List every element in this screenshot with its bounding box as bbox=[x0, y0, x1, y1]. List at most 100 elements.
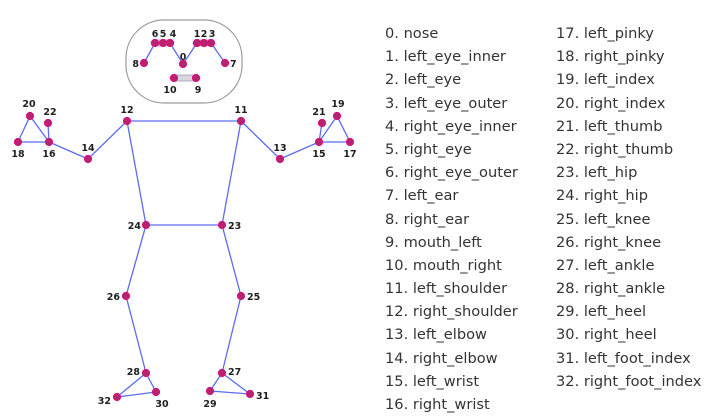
joint-label-left-knee: 25 bbox=[247, 292, 260, 303]
bone-left-heel-to-left-foot-index bbox=[209, 390, 251, 395]
bone-left-shoulder-to-left-elbow bbox=[240, 120, 281, 160]
joint-right-eye-inner bbox=[165, 38, 175, 48]
joint-right-thumb bbox=[43, 118, 53, 128]
joint-label-right-heel: 30 bbox=[155, 399, 169, 410]
bone-right-knee-to-right-ankle bbox=[125, 295, 147, 374]
joint-label-mouth-left: 9 bbox=[195, 85, 202, 96]
joint-mouth-right bbox=[169, 73, 179, 83]
joint-nose bbox=[178, 59, 188, 69]
joint-right-elbow bbox=[83, 154, 93, 164]
joint-label-left-eye-inner: 1 bbox=[194, 29, 201, 40]
joint-right-index bbox=[25, 111, 35, 121]
legend-item: 28. right_ankle bbox=[556, 280, 666, 298]
joint-label-right-wrist: 16 bbox=[42, 149, 56, 160]
legend-item: 30. right_heel bbox=[556, 326, 657, 344]
joint-left-pinky bbox=[345, 137, 355, 147]
legend-item: 19. left_index bbox=[556, 71, 655, 89]
bone-nose-to-left-eye-inner bbox=[182, 42, 198, 65]
legend-item: 11. left_shoulder bbox=[385, 280, 508, 298]
joint-label-right-shoulder: 12 bbox=[120, 105, 133, 116]
bone-nose-to-right-eye-inner bbox=[169, 42, 184, 65]
bone-right-shoulder-to-right-elbow bbox=[87, 120, 128, 160]
joint-label-left-index: 19 bbox=[331, 99, 344, 110]
joint-label-left-shoulder: 11 bbox=[234, 105, 247, 116]
joint-mouth-left bbox=[191, 73, 201, 83]
legend-item: 25. left_knee bbox=[556, 210, 651, 228]
joint-left-wrist bbox=[314, 137, 324, 147]
joint-label-left-foot-index: 31 bbox=[256, 391, 269, 402]
legend-item: 22. right_thumb bbox=[556, 140, 674, 158]
joint-label-right-ankle: 28 bbox=[127, 367, 141, 378]
bone-right-shoulder-to-right-hip bbox=[126, 120, 147, 226]
bone-right-pinky-to-right-index bbox=[17, 115, 31, 143]
joint-label-left-pinky: 17 bbox=[343, 149, 356, 160]
legend-item: 32. right_foot_index bbox=[556, 372, 702, 390]
joint-label-left-heel: 29 bbox=[203, 399, 216, 410]
joint-label-right-elbow: 14 bbox=[81, 143, 95, 154]
joint-label-right-pinky: 18 bbox=[11, 149, 25, 160]
bone-left-shoulder-to-left-hip bbox=[221, 120, 242, 226]
joint-label-left-eye-outer: 3 bbox=[209, 29, 216, 40]
joint-left-index bbox=[332, 111, 342, 121]
joint-label-left-elbow: 13 bbox=[273, 143, 286, 154]
joint-left-ankle bbox=[217, 368, 227, 378]
joint-label-right-hip: 24 bbox=[128, 221, 142, 232]
joint-label-right-eye-outer: 6 bbox=[152, 29, 159, 40]
joint-left-foot-index bbox=[245, 389, 255, 399]
legend-item: 17. left_pinky bbox=[556, 25, 654, 42]
legend-item: 29. left_heel bbox=[556, 303, 647, 321]
legend-item: 0. nose bbox=[385, 25, 439, 42]
legend-item: 27. left_ankle bbox=[556, 256, 655, 274]
joint-right-ear bbox=[139, 58, 149, 68]
joint-left-eye-inner bbox=[192, 38, 202, 48]
bone-right-ankle-to-right-foot-index bbox=[116, 372, 147, 398]
legend-item: 3. left_eye_outer bbox=[385, 94, 508, 112]
legend-item: 10. mouth_right bbox=[385, 256, 502, 274]
legend-item: 4. right_eye_inner bbox=[385, 117, 517, 135]
bone-right-heel-to-right-foot-index bbox=[116, 391, 157, 398]
legend-item: 8. right_ear bbox=[385, 210, 470, 228]
bone-left-ankle-to-left-foot-index bbox=[221, 372, 251, 395]
joint-label-left-hip: 23 bbox=[228, 221, 241, 232]
head-outline bbox=[125, 19, 243, 104]
legend-item: 16. right_wrist bbox=[385, 396, 490, 413]
legend-item: 21. left_thumb bbox=[556, 117, 663, 135]
joint-right-eye bbox=[158, 38, 168, 48]
joint-right-eye-outer bbox=[150, 38, 160, 48]
legend-item: 1. left_eye_inner bbox=[385, 48, 506, 66]
joint-left-eye bbox=[199, 38, 209, 48]
joint-label-mouth-right: 10 bbox=[163, 85, 177, 96]
joint-right-shoulder bbox=[122, 116, 132, 126]
joint-right-foot-index bbox=[112, 392, 122, 402]
legend-item: 26. right_knee bbox=[556, 233, 662, 251]
joint-left-heel bbox=[205, 386, 215, 396]
legend-item: 13. left_elbow bbox=[385, 326, 487, 344]
joint-label-nose: 0 bbox=[180, 52, 187, 63]
joint-left-elbow bbox=[275, 154, 285, 164]
joint-label-left-eye: 2 bbox=[201, 29, 208, 40]
joint-left-eye-outer bbox=[206, 38, 216, 48]
bone-left-pinky-to-left-index bbox=[336, 115, 351, 143]
legend-item: 18. right_pinky bbox=[556, 48, 665, 66]
legend-item: 5. right_eye bbox=[385, 140, 472, 158]
legend-item: 14. right_elbow bbox=[385, 349, 498, 367]
legend-item: 20. right_index bbox=[556, 94, 666, 112]
bone-left-elbow-to-left-wrist bbox=[279, 141, 320, 160]
legend-item: 2. left_eye bbox=[385, 71, 462, 89]
joint-label-right-eye-inner: 4 bbox=[170, 29, 177, 40]
joint-label-left-ankle: 27 bbox=[228, 367, 241, 378]
legend-item: 9. mouth_left bbox=[385, 233, 482, 251]
joint-label-right-knee: 26 bbox=[107, 292, 121, 303]
legend-item: 15. left_wrist bbox=[385, 372, 480, 390]
legend-item: 24. right_hip bbox=[556, 187, 649, 205]
joint-left-shoulder bbox=[236, 116, 246, 126]
legend-item: 6. right_eye_outer bbox=[385, 164, 518, 182]
joint-left-hip bbox=[217, 220, 227, 230]
joint-left-thumb bbox=[317, 118, 327, 128]
bone-right-hip-to-right-knee bbox=[125, 224, 147, 297]
joint-label-left-ear: 7 bbox=[230, 59, 237, 70]
joint-label-right-ear: 8 bbox=[132, 59, 139, 70]
joint-right-heel bbox=[151, 387, 161, 397]
